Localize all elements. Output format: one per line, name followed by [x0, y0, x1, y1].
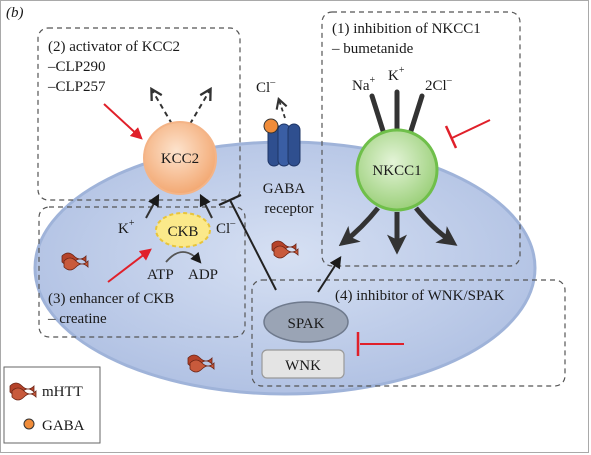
nkcc1-cl-influx	[407, 93, 425, 137]
legend-box	[3, 366, 101, 444]
nkcc1-output-right	[414, 206, 458, 246]
mhtt-aggregate	[271, 240, 299, 259]
nkcc1-inhibition-bar	[444, 125, 458, 149]
ckb-label: CKB	[168, 224, 199, 240]
nkcc1-cl-ion: 2Cl–	[425, 75, 453, 94]
kcc2-cl-ion: Cl–	[216, 218, 236, 237]
atp-label: ATP	[147, 267, 174, 283]
adp-label: ADP	[188, 267, 218, 283]
mhtt-aggregate	[61, 252, 89, 271]
kcc2-activator-clp290: –CLP290	[47, 59, 106, 75]
wnk-kinase	[261, 349, 345, 379]
spak-nkcc1-activation-arrow	[317, 255, 342, 293]
kcc2-efflux-arrow-right	[189, 90, 210, 125]
spak-kinase	[263, 301, 349, 343]
mhtt-aggregate	[187, 354, 215, 373]
kcc2-activation-arrow	[103, 103, 143, 140]
nkcc1-transporter	[355, 128, 439, 212]
legend-gaba-icon	[23, 418, 35, 430]
ckb-enhancer-box	[38, 206, 246, 338]
gaba-receptor-label-2: receptor	[264, 201, 313, 217]
legend-mhtt-label: mHTT	[42, 384, 83, 400]
wnk-spak-inhibitor-box	[251, 279, 566, 387]
wnk-spak-inhibitor-title: (4) inhibitor of WNK/SPAK	[335, 288, 505, 304]
nkcc1-inhibition-box	[321, 11, 521, 267]
kcc2-activator-title: (2) activator of KCC2	[48, 39, 180, 55]
gaba-receptor	[267, 123, 301, 167]
gaba-bound-dot	[263, 118, 279, 134]
nkcc1-inhibition-title: (1) inhibition of NKCC1	[332, 21, 481, 37]
nkcc1-na-ion: Na+	[352, 75, 376, 94]
legend-gaba-label: GABA	[42, 418, 85, 434]
spak-kcc2-inhibition-line	[229, 199, 277, 291]
kcc2-k-ion: K+	[118, 218, 135, 237]
ckb-enhancer-arrow	[107, 248, 152, 283]
ckb-enhancer-title: (3) enhancer of CKB	[48, 291, 174, 307]
nkcc1-label: NKCC1	[372, 163, 421, 179]
legend-mhtt-icon	[9, 382, 37, 401]
kcc2-efflux-arrow-left	[152, 90, 173, 125]
ckb-enzyme	[155, 212, 211, 248]
k-uptake-arrow	[145, 193, 160, 219]
gaba-receptor-label-1: GABA	[263, 181, 306, 197]
spak-label: SPAK	[288, 316, 325, 332]
nkcc1-output-left	[338, 206, 380, 247]
atp-adp-conversion-arrow	[165, 251, 202, 264]
wnk-label: WNK	[285, 358, 321, 374]
nkcc1-inhibition-bumetanide: – bumetanide	[331, 41, 414, 57]
kcc2-activator-clp257: –CLP257	[47, 79, 106, 95]
kcc2-label: KCC2	[161, 151, 199, 167]
gaba-cl-ion: Cl–	[256, 77, 276, 96]
kcc2-activator-box	[37, 27, 241, 201]
kcc2-transporter	[143, 121, 217, 195]
gaba-cl-arrow	[279, 100, 285, 119]
ckb-enhancer-creatine: – creatine	[47, 311, 107, 327]
panel-label: (b)	[6, 5, 24, 21]
spak-kcc2-inhibition-bar	[218, 193, 242, 207]
nkcc1-na-influx	[369, 93, 387, 137]
cl-uptake-arrow	[199, 193, 213, 219]
nkcc1-k-ion: K+	[388, 65, 405, 84]
nkcc1-inhibition-line	[451, 119, 491, 139]
